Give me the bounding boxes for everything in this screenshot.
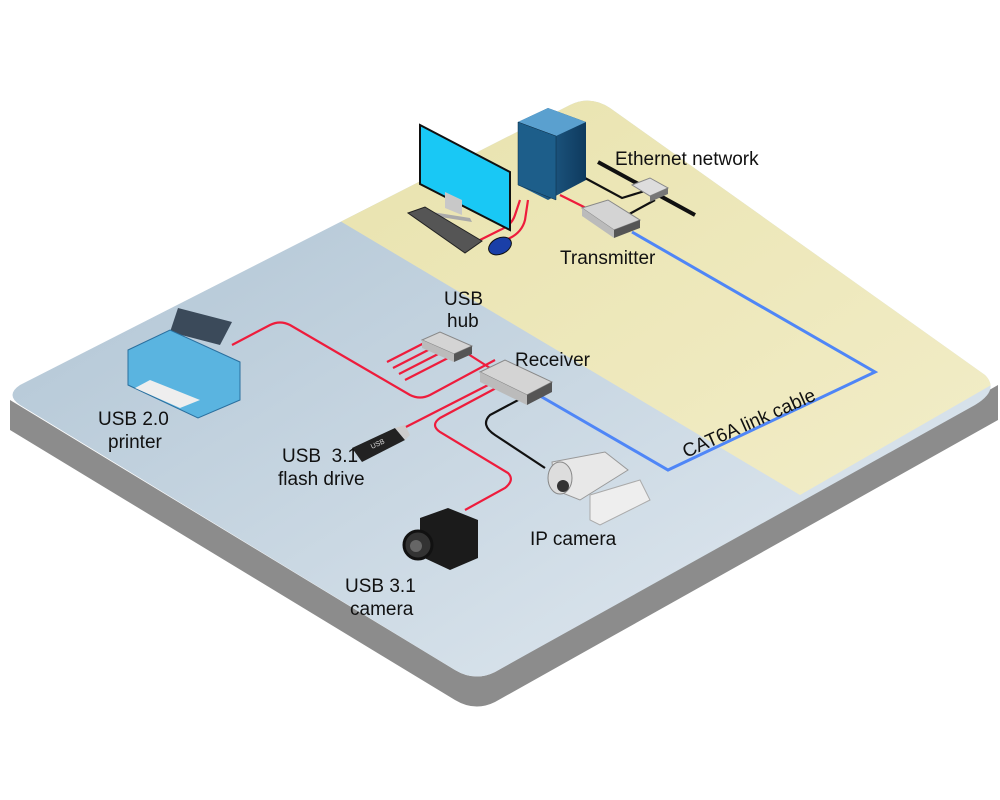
printer-label-line1: USB 2.0 xyxy=(98,409,169,430)
monitor-icon xyxy=(419,123,511,232)
usb-camera-label-line2: camera xyxy=(350,599,414,620)
flash-drive-label-line2: flash drive xyxy=(278,469,365,490)
flash-drive-icon: USB xyxy=(352,425,410,462)
ethernet-network-label: Ethernet network xyxy=(615,149,759,170)
keyboard-icon xyxy=(406,206,483,254)
link-cable xyxy=(534,230,879,472)
usb-hub-label-line1: USB xyxy=(444,289,483,310)
transmitter-device xyxy=(580,199,642,238)
printer-label-line2: printer xyxy=(108,432,163,453)
transmitter-label: Transmitter xyxy=(560,248,656,269)
mouse-icon xyxy=(488,236,512,256)
flash-drive-label-line1: USB 3.1 xyxy=(282,446,358,467)
receiver-device xyxy=(478,359,554,405)
usb-hub-device xyxy=(420,331,474,362)
platform-side xyxy=(10,385,998,707)
printer-icon xyxy=(127,308,241,419)
usb-hub-label-line2: hub xyxy=(447,311,479,332)
ip-camera-label: IP camera xyxy=(530,529,617,550)
ip-camera-cable xyxy=(484,397,546,469)
ethernet-switch-icon xyxy=(630,177,670,202)
usb-camera-icon xyxy=(402,508,478,570)
usb-camera-label-line1: USB 3.1 xyxy=(345,576,416,597)
receiver-label: Receiver xyxy=(515,350,591,371)
server-icon xyxy=(517,108,586,201)
ip-camera-icon xyxy=(547,451,651,526)
